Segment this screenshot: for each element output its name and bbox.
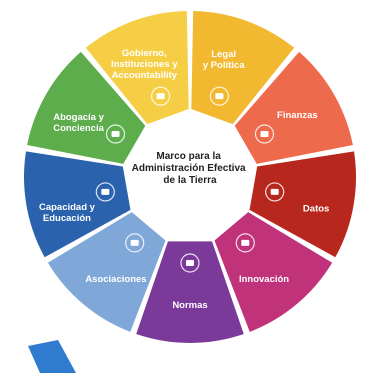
segment-label-line: Innovación <box>239 274 289 285</box>
segment-label-line: Finanzas <box>277 110 318 121</box>
center-title-line: Marco para la <box>156 151 221 162</box>
center-hub <box>134 121 246 233</box>
segment-label: Asociaciones <box>85 274 146 285</box>
segment-label-line: Legal <box>211 49 236 60</box>
segment-label-line: Conciencia <box>53 123 104 134</box>
segment-label: Datos <box>303 203 329 214</box>
lightbulb-icon <box>235 233 255 253</box>
segment-label: Innovación <box>239 274 289 285</box>
segment-label-line: y Política <box>203 60 245 71</box>
segment-label-line: Datos <box>303 203 329 214</box>
segment-label-line: Accountability <box>112 70 178 81</box>
megaphone-icon <box>105 124 126 144</box>
segment-label-line: Asociaciones <box>85 274 146 285</box>
segment-label-line: Gobierno, <box>122 48 167 59</box>
arrow-pointer-icon <box>28 340 76 373</box>
puzzle-icon <box>180 253 200 273</box>
center-title-line: de la Tierra <box>163 175 217 186</box>
wheel-segment <box>23 151 131 258</box>
segment-label-line: Capacidad y <box>39 202 96 213</box>
institution-icon <box>150 86 171 106</box>
segment-label: Normas <box>172 300 207 311</box>
segment-label-line: Abogacía y <box>53 112 104 123</box>
wheel-segment <box>136 241 244 343</box>
segment-label-line: Normas <box>172 300 207 311</box>
handshake-icon <box>125 233 145 253</box>
segment-label-line: Instituciones y <box>111 59 178 70</box>
segment-label: Finanzas <box>277 110 318 121</box>
segment-label-line: Educación <box>43 213 91 224</box>
center-title: Marco para la Administración Efectiva de… <box>132 151 249 186</box>
database-icon <box>265 182 285 202</box>
graduation-cap-icon <box>95 182 115 202</box>
wallet-icon <box>254 124 275 144</box>
scales-icon <box>209 86 230 106</box>
center-title-line: Administración Efectiva <box>132 163 246 174</box>
wheel-segment <box>249 151 357 258</box>
